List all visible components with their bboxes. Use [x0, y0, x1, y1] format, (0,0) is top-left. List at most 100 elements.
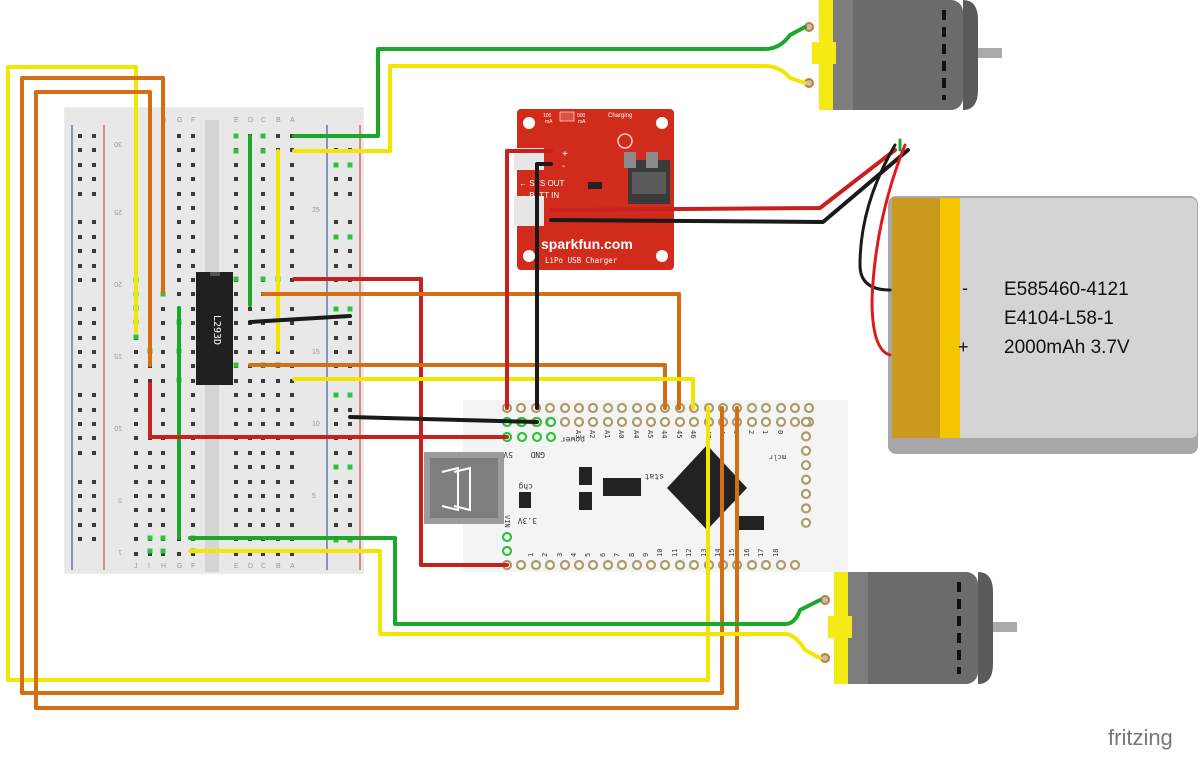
wire-orange-loop[interactable]	[20, 76, 724, 695]
teensy-power-pin[interactable]	[531, 431, 543, 443]
teensy-pin[interactable]	[800, 460, 812, 471]
teensy-pin[interactable]	[530, 559, 542, 571]
breadboard-hole	[234, 336, 238, 340]
wire-black-gnd[interactable]	[348, 415, 539, 424]
teensy-pin[interactable]	[760, 402, 772, 414]
bb-row-label-25-right: 25	[312, 207, 320, 214]
breadboard-hole	[134, 494, 138, 498]
teensy-pin[interactable]	[775, 402, 787, 414]
teensy-power-pin[interactable]	[545, 431, 557, 443]
teensy-pin[interactable]	[803, 402, 815, 414]
l293d-chip[interactable]: L293D	[196, 272, 233, 385]
dc-motor-top[interactable]	[804, 0, 1002, 110]
wire-yellow-motor-bottom[interactable]	[188, 549, 822, 660]
wire-yellow-a0[interactable]	[292, 377, 695, 410]
breadboard-hole	[248, 379, 252, 383]
teensy-pin[interactable]	[645, 559, 657, 571]
teensy-pin[interactable]	[775, 559, 787, 571]
wire-orange-a1[interactable]	[261, 292, 681, 410]
wire-orange-a2[interactable]	[248, 363, 667, 410]
teensy-pin[interactable]	[515, 559, 527, 571]
breadboard-hole-active	[233, 148, 239, 154]
teensy-pin[interactable]	[674, 416, 686, 428]
teensy-pin[interactable]	[760, 559, 772, 571]
battery-plus: +	[958, 337, 969, 357]
teensy-pin[interactable]	[746, 402, 758, 414]
rail-hole	[348, 422, 352, 426]
teensy-pin[interactable]	[515, 402, 527, 414]
teensy-pin[interactable]	[501, 545, 513, 557]
teensy-pin[interactable]	[616, 559, 628, 571]
teensy-pin[interactable]	[659, 416, 671, 428]
teensy-pin[interactable]	[573, 416, 585, 428]
wire-red-5v[interactable]	[148, 382, 509, 439]
teensy-pin[interactable]	[501, 531, 513, 543]
breadboard-hole	[191, 494, 195, 498]
breadboard-hole-active	[147, 548, 153, 554]
teensy-pin[interactable]	[573, 402, 585, 414]
charger-mount-hole	[523, 117, 535, 129]
wire-orange-loop-2[interactable]	[34, 90, 739, 710]
breadboard-hole	[290, 192, 294, 196]
teensy-power-pin[interactable]	[545, 416, 557, 428]
lipo-usb-charger[interactable]: 100 mA 500 mA Charging + - ← SYS OUT → B…	[514, 109, 674, 270]
teensy-pin[interactable]	[800, 488, 812, 500]
breadboard-hole	[191, 148, 195, 152]
teensy-pin[interactable]	[645, 416, 657, 428]
teensy-pin[interactable]	[587, 402, 599, 414]
wire-green-motor-top[interactable]	[292, 25, 807, 138]
teensy-pin[interactable]	[602, 416, 614, 428]
teensy-pin[interactable]	[645, 402, 657, 414]
teensy-pin[interactable]	[631, 559, 643, 571]
rail-hole	[78, 537, 82, 541]
teensy-pin[interactable]	[602, 402, 614, 414]
teensy-pin[interactable]	[800, 431, 812, 442]
teensy-pin[interactable]	[544, 559, 556, 571]
teensy-pin[interactable]	[559, 402, 571, 414]
teensy-pin[interactable]	[573, 559, 585, 571]
wire-black-jumper[interactable]	[248, 314, 352, 324]
wire-yellow-motor-top[interactable]	[292, 64, 807, 153]
wire-red-vin[interactable]	[292, 277, 509, 567]
teensy-pin[interactable]	[631, 416, 643, 428]
teensy-pin[interactable]	[746, 559, 758, 571]
teensy-pin[interactable]	[688, 559, 700, 571]
teensy-pin[interactable]	[616, 402, 628, 414]
breadboard-hole	[290, 235, 294, 239]
wire-red-batt[interactable]	[549, 148, 897, 212]
wire-red-sys-out[interactable]	[505, 149, 553, 410]
teensy-pin[interactable]	[800, 445, 812, 456]
teensy-pin[interactable]	[760, 416, 772, 428]
wire-green-motor-bottom[interactable]	[188, 536, 822, 626]
charger-title: LiPo USB Charger	[545, 256, 618, 265]
teensy-pin[interactable]	[659, 559, 671, 571]
teensy-pin[interactable]	[559, 559, 571, 571]
teensy-pin[interactable]	[789, 402, 801, 414]
dc-motor-bottom[interactable]	[820, 572, 1017, 684]
teensy-pin[interactable]	[544, 402, 556, 414]
lipo-battery[interactable]: - + E585460-4121 E4104-L58-1 2000mAh 3.7…	[888, 196, 1198, 454]
teensy-power-pin[interactable]	[516, 431, 528, 443]
teensy-pin[interactable]	[674, 559, 686, 571]
teensy-pin[interactable]	[789, 416, 801, 428]
teensy-pin[interactable]	[789, 559, 801, 571]
wire-black-sys-out[interactable]	[535, 162, 553, 410]
teensy-pin[interactable]	[800, 503, 812, 514]
teensy-pin[interactable]	[631, 402, 643, 414]
teensy-pin[interactable]	[775, 416, 787, 428]
rail-hole	[348, 249, 352, 253]
rail-hole	[78, 436, 82, 440]
teensy-pin[interactable]	[587, 416, 599, 428]
teensy-pin[interactable]	[746, 416, 758, 428]
teensy-pin[interactable]	[688, 416, 700, 428]
teensy-pin[interactable]	[800, 416, 812, 428]
teensy-pin[interactable]	[800, 517, 812, 528]
teensy-pin[interactable]	[559, 416, 571, 428]
teensy-pin[interactable]	[602, 559, 614, 571]
motor-bottom-band	[848, 572, 868, 684]
teensy-pin[interactable]	[800, 474, 812, 485]
breadboard-hole	[290, 307, 294, 311]
teensy-pin[interactable]	[616, 416, 628, 428]
teensy-pin[interactable]	[587, 559, 599, 571]
